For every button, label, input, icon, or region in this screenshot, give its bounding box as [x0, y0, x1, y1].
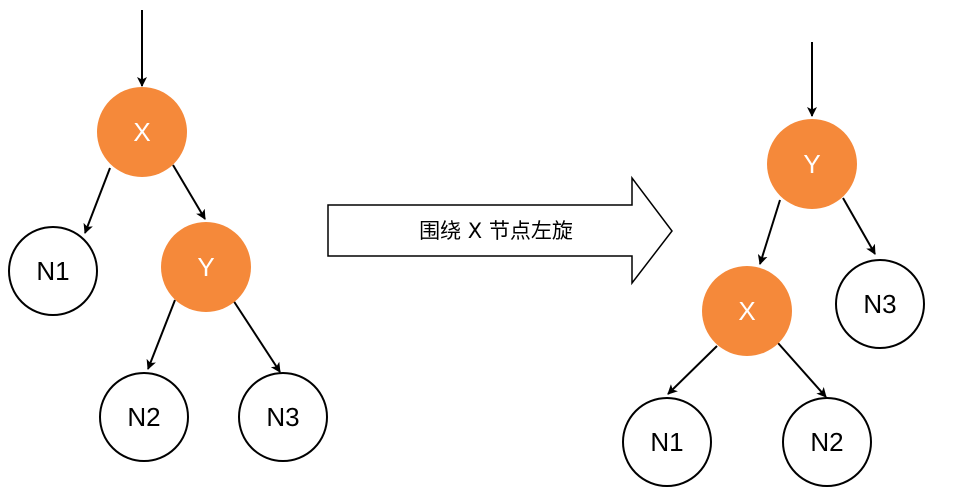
before-node-n3-label: N3 — [266, 402, 299, 432]
after-edge-y-n3 — [842, 197, 876, 255]
block-arrow-shape — [327, 175, 673, 286]
after-node-x-label: X — [738, 296, 755, 326]
after-node-n3-label: N3 — [863, 289, 896, 319]
after-node-n1-label: N1 — [650, 427, 683, 457]
before-node-x: X — [97, 87, 187, 177]
after-node-n2: N2 — [782, 397, 872, 487]
after-node-n3: N3 — [835, 259, 925, 349]
before-node-y-label: Y — [197, 252, 214, 282]
after-node-y: Y — [767, 119, 857, 209]
after-node-n2-label: N2 — [810, 427, 843, 457]
after-edge-y-x — [757, 199, 781, 265]
before-tree: X Y N1 N2 N3 — [8, 10, 328, 462]
after-node-x: X — [702, 266, 792, 356]
before-node-n3: N3 — [238, 372, 328, 462]
before-node-x-label: X — [133, 117, 150, 147]
before-edge-x-n1 — [83, 167, 111, 234]
before-edge-y-n3 — [232, 299, 281, 373]
after-edge-x-n2 — [777, 342, 827, 398]
after-edge-x-n1 — [667, 345, 718, 395]
before-node-n1: N1 — [8, 226, 98, 316]
before-node-y: Y — [161, 222, 251, 312]
before-node-n2-label: N2 — [127, 402, 160, 432]
transition-arrow: 围绕 X 节点左旋 — [327, 175, 673, 286]
before-node-n1-label: N1 — [36, 256, 69, 286]
after-node-y-label: Y — [803, 149, 820, 179]
before-node-n2: N2 — [99, 372, 189, 462]
after-tree: Y X N3 N1 N2 — [622, 42, 925, 487]
after-node-n1: N1 — [622, 397, 712, 487]
transition-label: 围绕 X 节点左旋 — [419, 219, 573, 243]
before-edge-x-y — [172, 164, 206, 220]
before-edge-y-n2 — [146, 299, 176, 370]
